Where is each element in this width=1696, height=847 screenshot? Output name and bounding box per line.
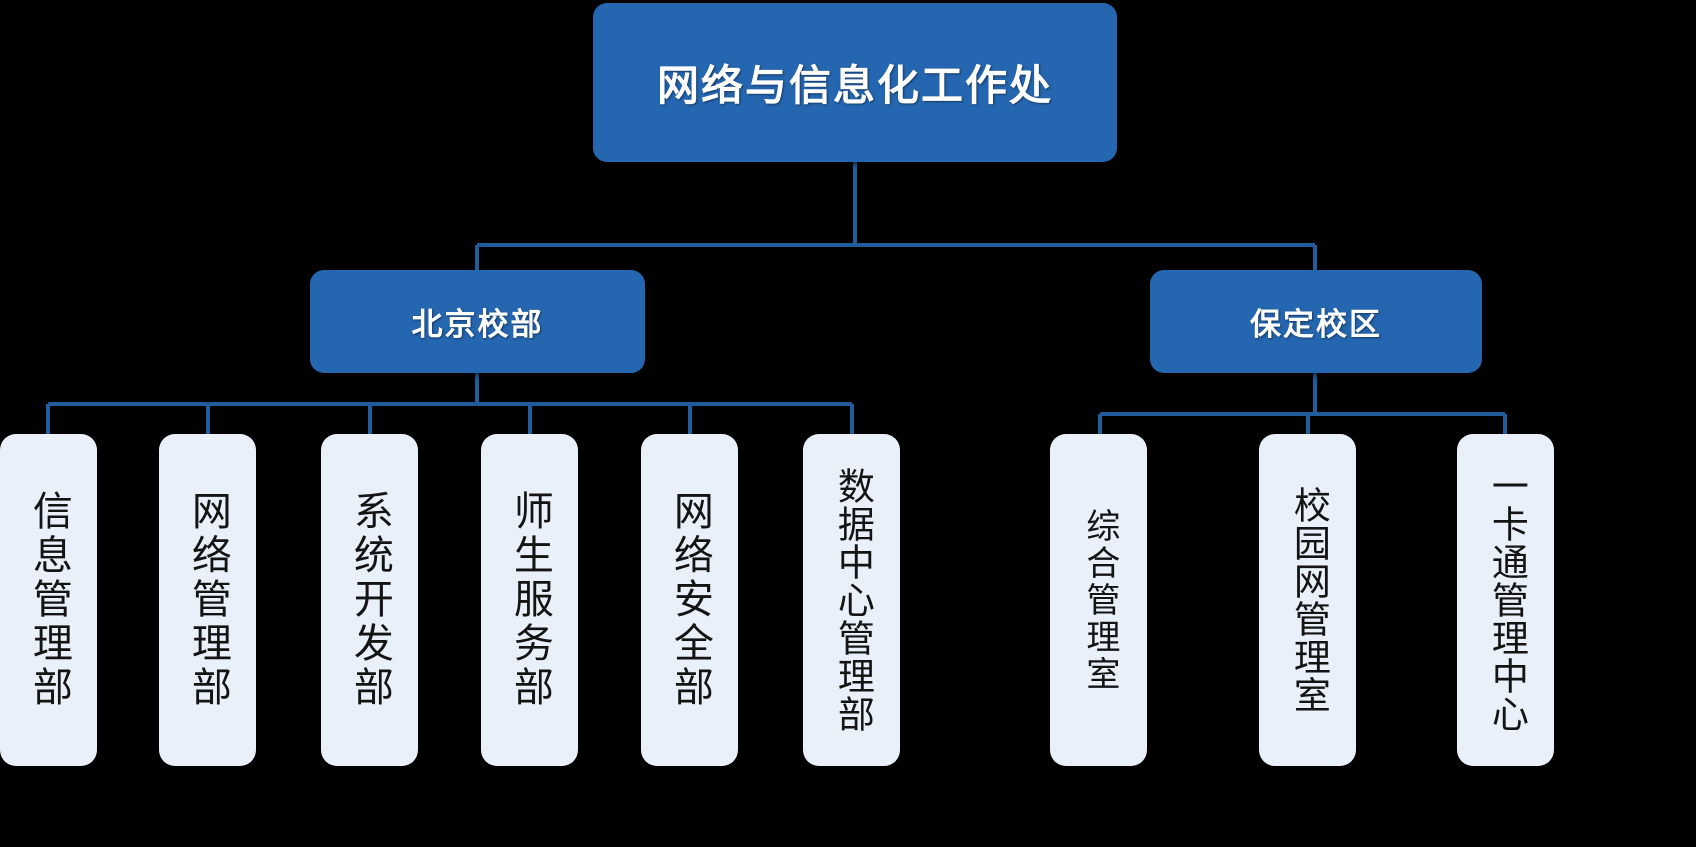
node-office-comprehensive-management[interactable]: 综合管理室 (1050, 434, 1147, 766)
node-dept-network-security-label: 网络安全部 (667, 490, 713, 710)
node-center-campus-card-management[interactable]: 一卡通管理中心 (1457, 434, 1554, 766)
node-office-comprehensive-management-label: 综合管理室 (1080, 507, 1118, 693)
node-dept-system-development-label: 系统开发部 (347, 490, 393, 710)
node-dept-network-management[interactable]: 网络管理部 (159, 434, 256, 766)
node-root[interactable]: 网络与信息化工作处 (593, 3, 1117, 162)
node-campus-beijing[interactable]: 北京校部 (310, 270, 645, 373)
node-dept-system-development[interactable]: 系统开发部 (321, 434, 418, 766)
node-dept-information-management[interactable]: 信息管理部 (0, 434, 97, 766)
node-dept-teacher-student-service[interactable]: 师生服务部 (481, 434, 578, 766)
node-dept-information-management-label: 信息管理部 (26, 490, 72, 710)
node-office-campus-network-management-label: 校园网管理室 (1287, 486, 1329, 714)
node-campus-beijing-label: 北京校部 (411, 307, 544, 342)
node-center-campus-card-management-label: 一卡通管理中心 (1485, 467, 1527, 733)
node-dept-data-center-management[interactable]: 数据中心管理部 (803, 434, 900, 766)
node-campus-baoding-label: 保定校区 (1250, 307, 1382, 342)
node-dept-network-security[interactable]: 网络安全部 (641, 434, 738, 766)
node-campus-baoding[interactable]: 保定校区 (1150, 270, 1482, 373)
node-dept-teacher-student-service-label: 师生服务部 (507, 490, 553, 710)
node-office-campus-network-management[interactable]: 校园网管理室 (1259, 434, 1356, 766)
node-root-label: 网络与信息化工作处 (656, 64, 1053, 110)
node-dept-data-center-management-label: 数据中心管理部 (831, 467, 873, 733)
node-dept-network-management-label: 网络管理部 (185, 490, 231, 710)
